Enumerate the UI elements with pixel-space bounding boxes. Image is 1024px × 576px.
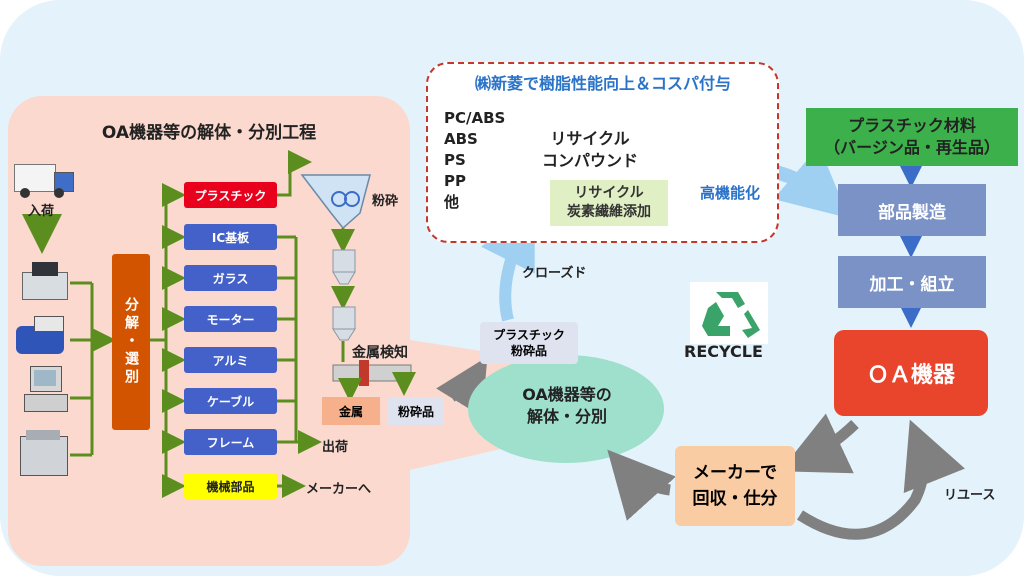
oa-equipment-box: ＯＡ機器 (834, 330, 988, 416)
item-aluminum: アルミ (184, 347, 277, 373)
sort-box: 分解・選別 (112, 254, 150, 430)
item-cable: ケーブル (184, 388, 277, 414)
material-item: ABS (444, 130, 478, 148)
material-item: PC/ABS (444, 109, 506, 127)
panel-title: OA機器等の解体・分別工程 (101, 123, 317, 143)
dismantle-text: OA機器等の 解体・分別 (522, 385, 612, 426)
recycle-icon (702, 292, 760, 338)
material-item: 他 (444, 193, 460, 211)
item-frame: フレーム (184, 429, 277, 455)
ship-label: 出荷 (322, 440, 349, 455)
shinryo-title: ㈱新菱で樹脂性能向上＆コスパ付与 (474, 74, 731, 93)
plastic-crushed-box: プラスチック 粉砕品 (480, 322, 578, 364)
computer-icon (24, 366, 68, 414)
item-motor: モーター (184, 306, 277, 332)
carbon-fiber-box: リサイクル 炭素繊維添加 (550, 180, 668, 226)
crush-label: 粉砕 (372, 194, 399, 209)
metal-detector (332, 364, 412, 382)
metal-box: 金属 (322, 397, 380, 425)
arrival-label: 入荷 (28, 204, 55, 219)
item-ic-board: IC基板 (184, 224, 277, 250)
material-item: PS (444, 151, 466, 169)
printer-icon (18, 258, 68, 304)
closed-label: クローズド (522, 266, 587, 281)
assembly-box: 加工・組立 (838, 256, 986, 308)
center-ellipse (468, 355, 664, 463)
collect-box: メーカーで 回収・仕分 (675, 446, 795, 526)
material-item: PP (444, 172, 466, 190)
high-function-label: 高機能化 (700, 184, 761, 202)
truck-icon (14, 160, 74, 202)
cloud-text: リサイクル コンパウンド (541, 129, 638, 170)
reuse-label: リユース (944, 488, 996, 503)
item-plastic: プラスチック (184, 182, 277, 208)
metal-detect-label: 金属検知 (352, 345, 408, 361)
to-maker-label: メーカーへ (306, 482, 372, 497)
phone-fax-icon (16, 314, 68, 358)
parts-manufacturing-box: 部品製造 (838, 184, 986, 236)
item-machine-parts: 機械部品 (184, 473, 277, 499)
item-glass: ガラス (184, 265, 277, 291)
recycle-label: RECYCLE (684, 342, 763, 361)
plastic-material-box: プラスチック材料 （バージン品・再生品） (806, 108, 1018, 166)
material-list: PC/ABS ABS PS PP 他 (444, 108, 505, 213)
copier-icon (18, 428, 68, 478)
crushed-box: 粉砕品 (388, 397, 444, 425)
crusher-hopper (300, 174, 371, 230)
